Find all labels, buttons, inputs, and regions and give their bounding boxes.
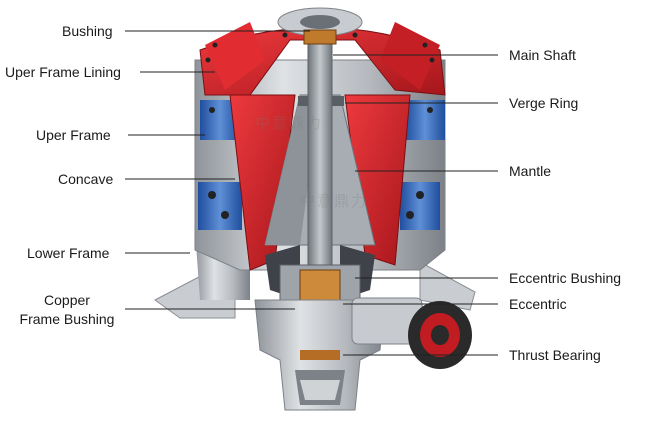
- label-concave: Concave: [58, 171, 114, 187]
- label-copper-frame-bushing-line1: Copper: [44, 292, 90, 308]
- label-copper-frame-bushing-line2: Frame Bushing: [19, 311, 115, 327]
- label-verge-ring: Verge Ring: [509, 95, 579, 111]
- label-copper-frame-bushing: Copper Frame Bushing: [12, 291, 122, 329]
- label-mantle: Mantle: [509, 163, 552, 179]
- leader-lines: [125, 30, 498, 356]
- upper-frame-lining: [199, 7, 446, 96]
- thrust-bearing-part: [300, 350, 340, 360]
- drive-pulley: [351, 297, 472, 369]
- label-eccentric: Eccentric: [509, 296, 567, 312]
- label-thrust-bearing: Thrust Bearing: [509, 347, 601, 363]
- label-lower-frame: Lower Frame: [27, 245, 110, 261]
- bushing-part: [303, 29, 337, 45]
- label-bushing: Bushing: [62, 23, 113, 39]
- label-upper-frame: Uper Frame: [36, 127, 111, 143]
- watermark: 中意鼎力: [300, 192, 369, 210]
- label-eccentric-bushing: Eccentric Bushing: [509, 270, 622, 286]
- watermark: 中意鼎力: [255, 114, 324, 132]
- label-upper-frame-lining: Uper Frame Lining: [5, 64, 121, 80]
- label-main-shaft: Main Shaft: [509, 47, 576, 63]
